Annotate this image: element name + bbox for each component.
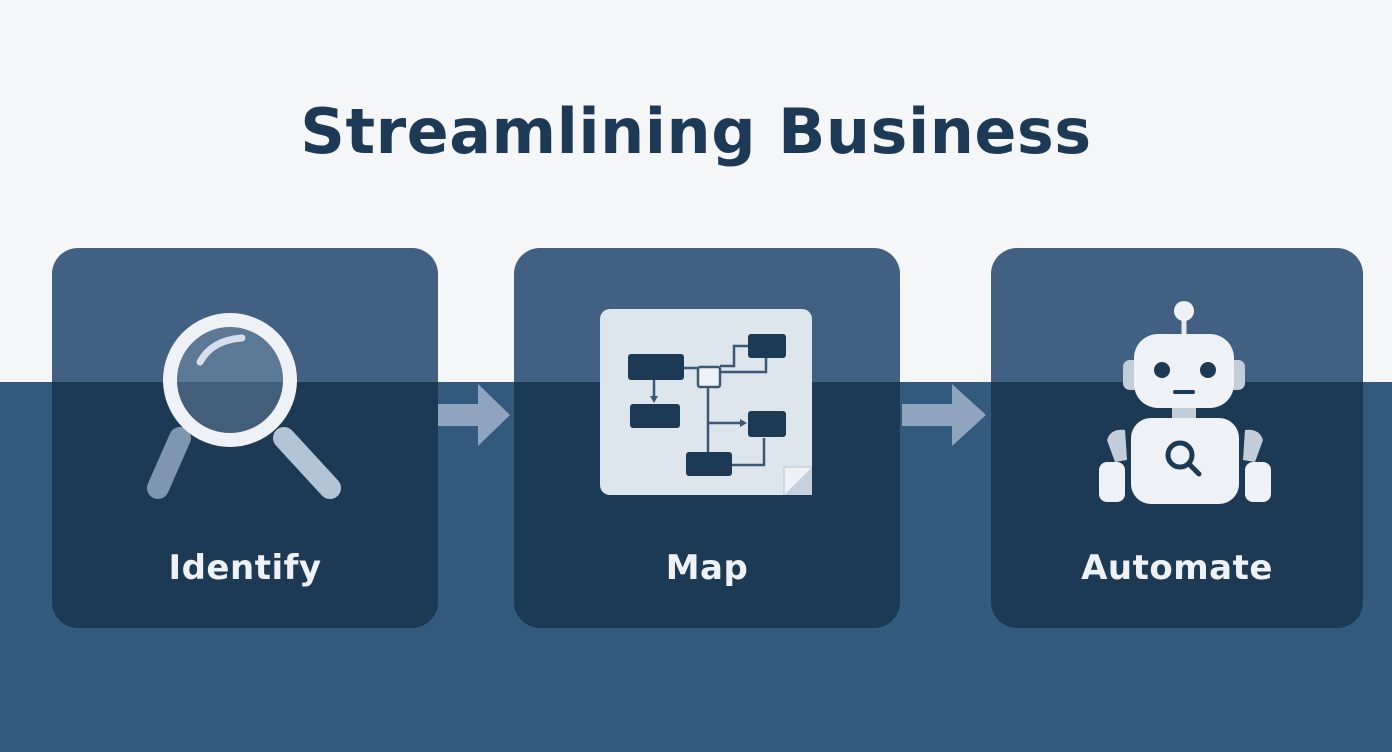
arrow-right-icon	[902, 384, 986, 446]
step-card-automate: Automate	[991, 248, 1363, 628]
step-card-map: Map	[514, 248, 900, 628]
step-card-identify: Identify	[52, 248, 438, 628]
step-label-map: Map	[665, 548, 749, 588]
step-label-identify: Identify	[168, 548, 322, 588]
arrow-right-icon	[438, 384, 510, 446]
magnifying-glass-icon	[147, 313, 341, 499]
flowchart-icon	[600, 309, 812, 495]
step-label-automate: Automate	[1081, 548, 1273, 588]
robot-icon	[1099, 301, 1271, 504]
page-title: Streamlining Business	[300, 95, 1092, 168]
